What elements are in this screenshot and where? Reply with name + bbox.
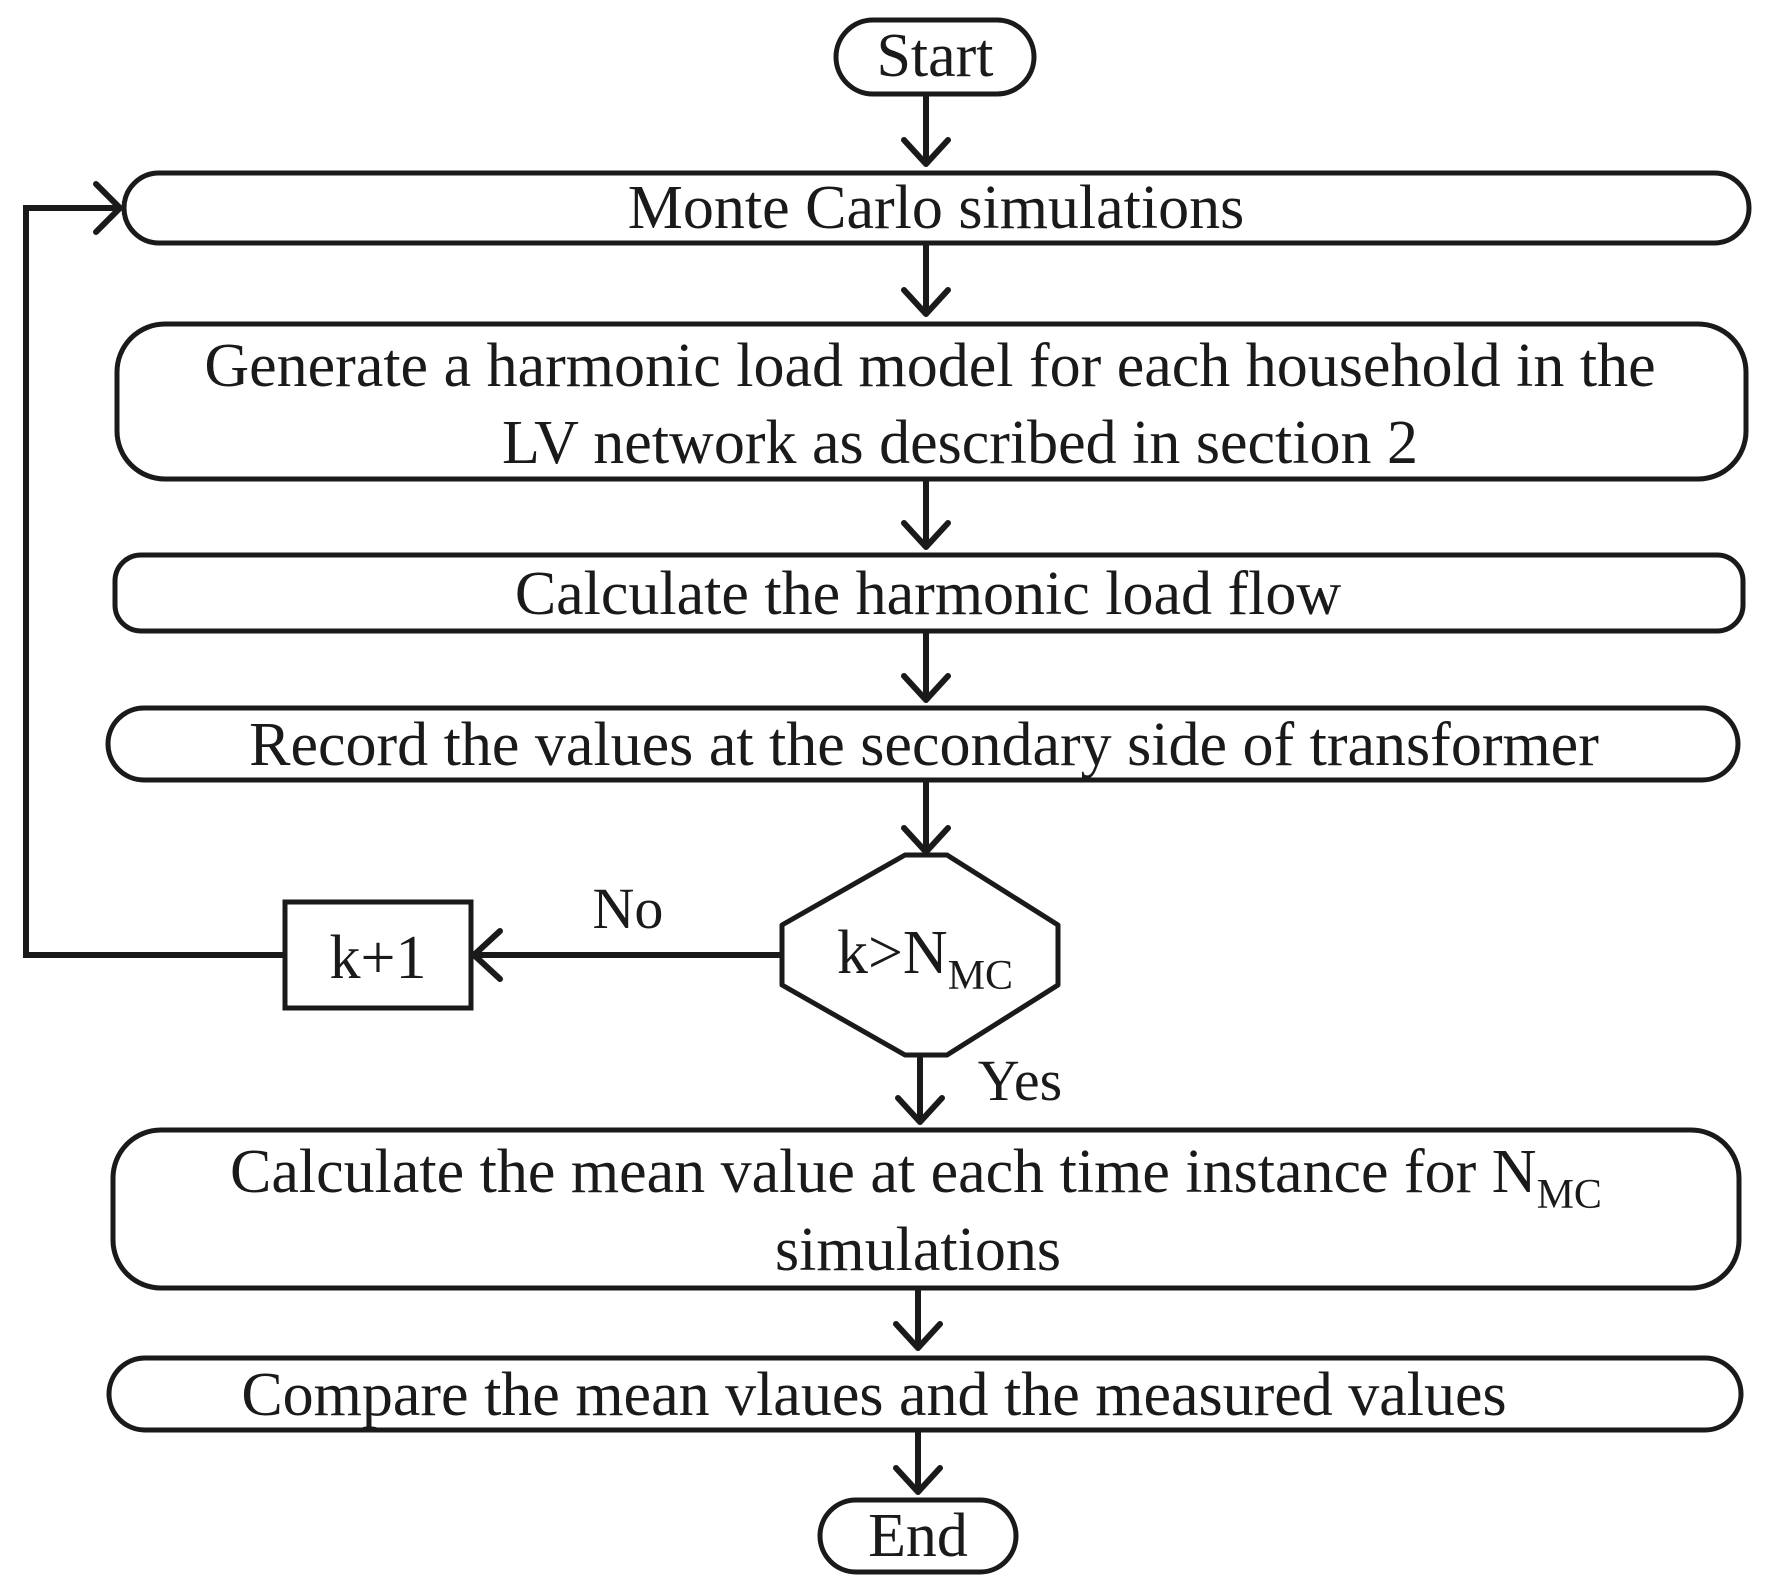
mean-label-line1: Calculate the mean value at each time in… (230, 1138, 1602, 1218)
generate-label-line2: LV network as described in section 2 (502, 409, 1418, 477)
end-label: End (868, 1502, 968, 1570)
generate-label-line1: Generate a harmonic load model for each … (204, 332, 1655, 400)
end-node: End (817, 1497, 1019, 1575)
loadflow-label: Calculate the harmonic load flow (515, 560, 1342, 628)
arrow-record-to-decision (901, 780, 951, 855)
start-node: Start (833, 17, 1037, 97)
compare-label: Compare the mean vlaues and the measured… (241, 1361, 1506, 1429)
arrow-mean-to-compare (893, 1288, 943, 1351)
arrow-loadflow-to-record (901, 631, 951, 703)
mean-node: Calculate the mean value at each time in… (110, 1127, 1742, 1291)
compare-node: Compare the mean vlaues and the measured… (106, 1355, 1744, 1433)
generate-node: Generate a harmonic load model for each … (114, 321, 1749, 482)
arrow-decision-to-mean (895, 1055, 945, 1125)
yes-label: Yes (978, 1048, 1062, 1113)
start-label: Start (876, 22, 993, 90)
arrow-compare-to-end (893, 1430, 943, 1495)
loop-back-line (23, 181, 285, 958)
montecarlo-node: Monte Carlo simulations (121, 170, 1752, 246)
no-label: No (593, 876, 664, 941)
mean-label-line1-subscript: MC (1537, 1172, 1602, 1218)
increment-label: k+1 (330, 924, 427, 992)
record-label: Record the values at the secondary side … (249, 711, 1599, 779)
increment-node: k+1 (282, 899, 474, 1011)
mean-label-line2: simulations (775, 1216, 1061, 1284)
arrow-decision-to-increment (471, 928, 782, 982)
arrow-generate-to-loadflow (901, 479, 951, 550)
record-node: Record the values at the secondary side … (105, 705, 1741, 783)
mean-label-line1-main: Calculate the mean value at each time in… (230, 1138, 1537, 1206)
decision-label: k>NMC (837, 919, 1013, 999)
decision-node: k>NMC (779, 852, 1061, 1058)
loadflow-node: Calculate the harmonic load flow (112, 552, 1746, 634)
decision-label-main: k>N (837, 919, 948, 987)
montecarlo-label: Monte Carlo simulations (628, 174, 1245, 242)
decision-label-subscript: MC (948, 953, 1013, 999)
arrow-montecarlo-to-generate (901, 243, 951, 317)
arrow-start-to-montecarlo (901, 94, 951, 167)
